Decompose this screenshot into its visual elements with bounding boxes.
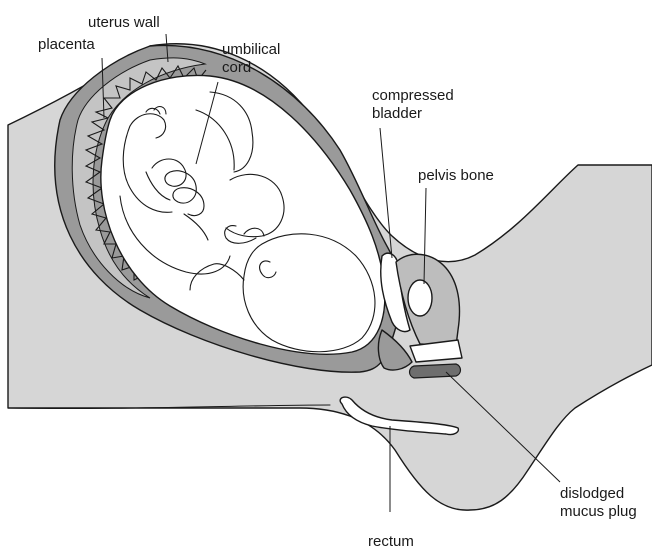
mucus-plug bbox=[410, 364, 461, 378]
label-dislodged-mucus-plug-2: mucus plug bbox=[560, 503, 637, 520]
label-umbilical-cord-1: umbilical bbox=[222, 41, 280, 58]
label-pelvis-bone: pelvis bone bbox=[418, 167, 494, 184]
label-umbilical-cord-2: cord bbox=[222, 59, 251, 76]
label-compressed-bladder-1: compressed bbox=[372, 87, 454, 104]
label-rectum: rectum bbox=[368, 533, 414, 550]
label-placenta: placenta bbox=[38, 36, 95, 53]
label-dislodged-mucus-plug-1: dislodged bbox=[560, 485, 624, 502]
label-uterus-wall: uterus wall bbox=[88, 14, 160, 31]
pelvis-bone bbox=[408, 280, 432, 316]
label-compressed-bladder-2: bladder bbox=[372, 105, 422, 122]
